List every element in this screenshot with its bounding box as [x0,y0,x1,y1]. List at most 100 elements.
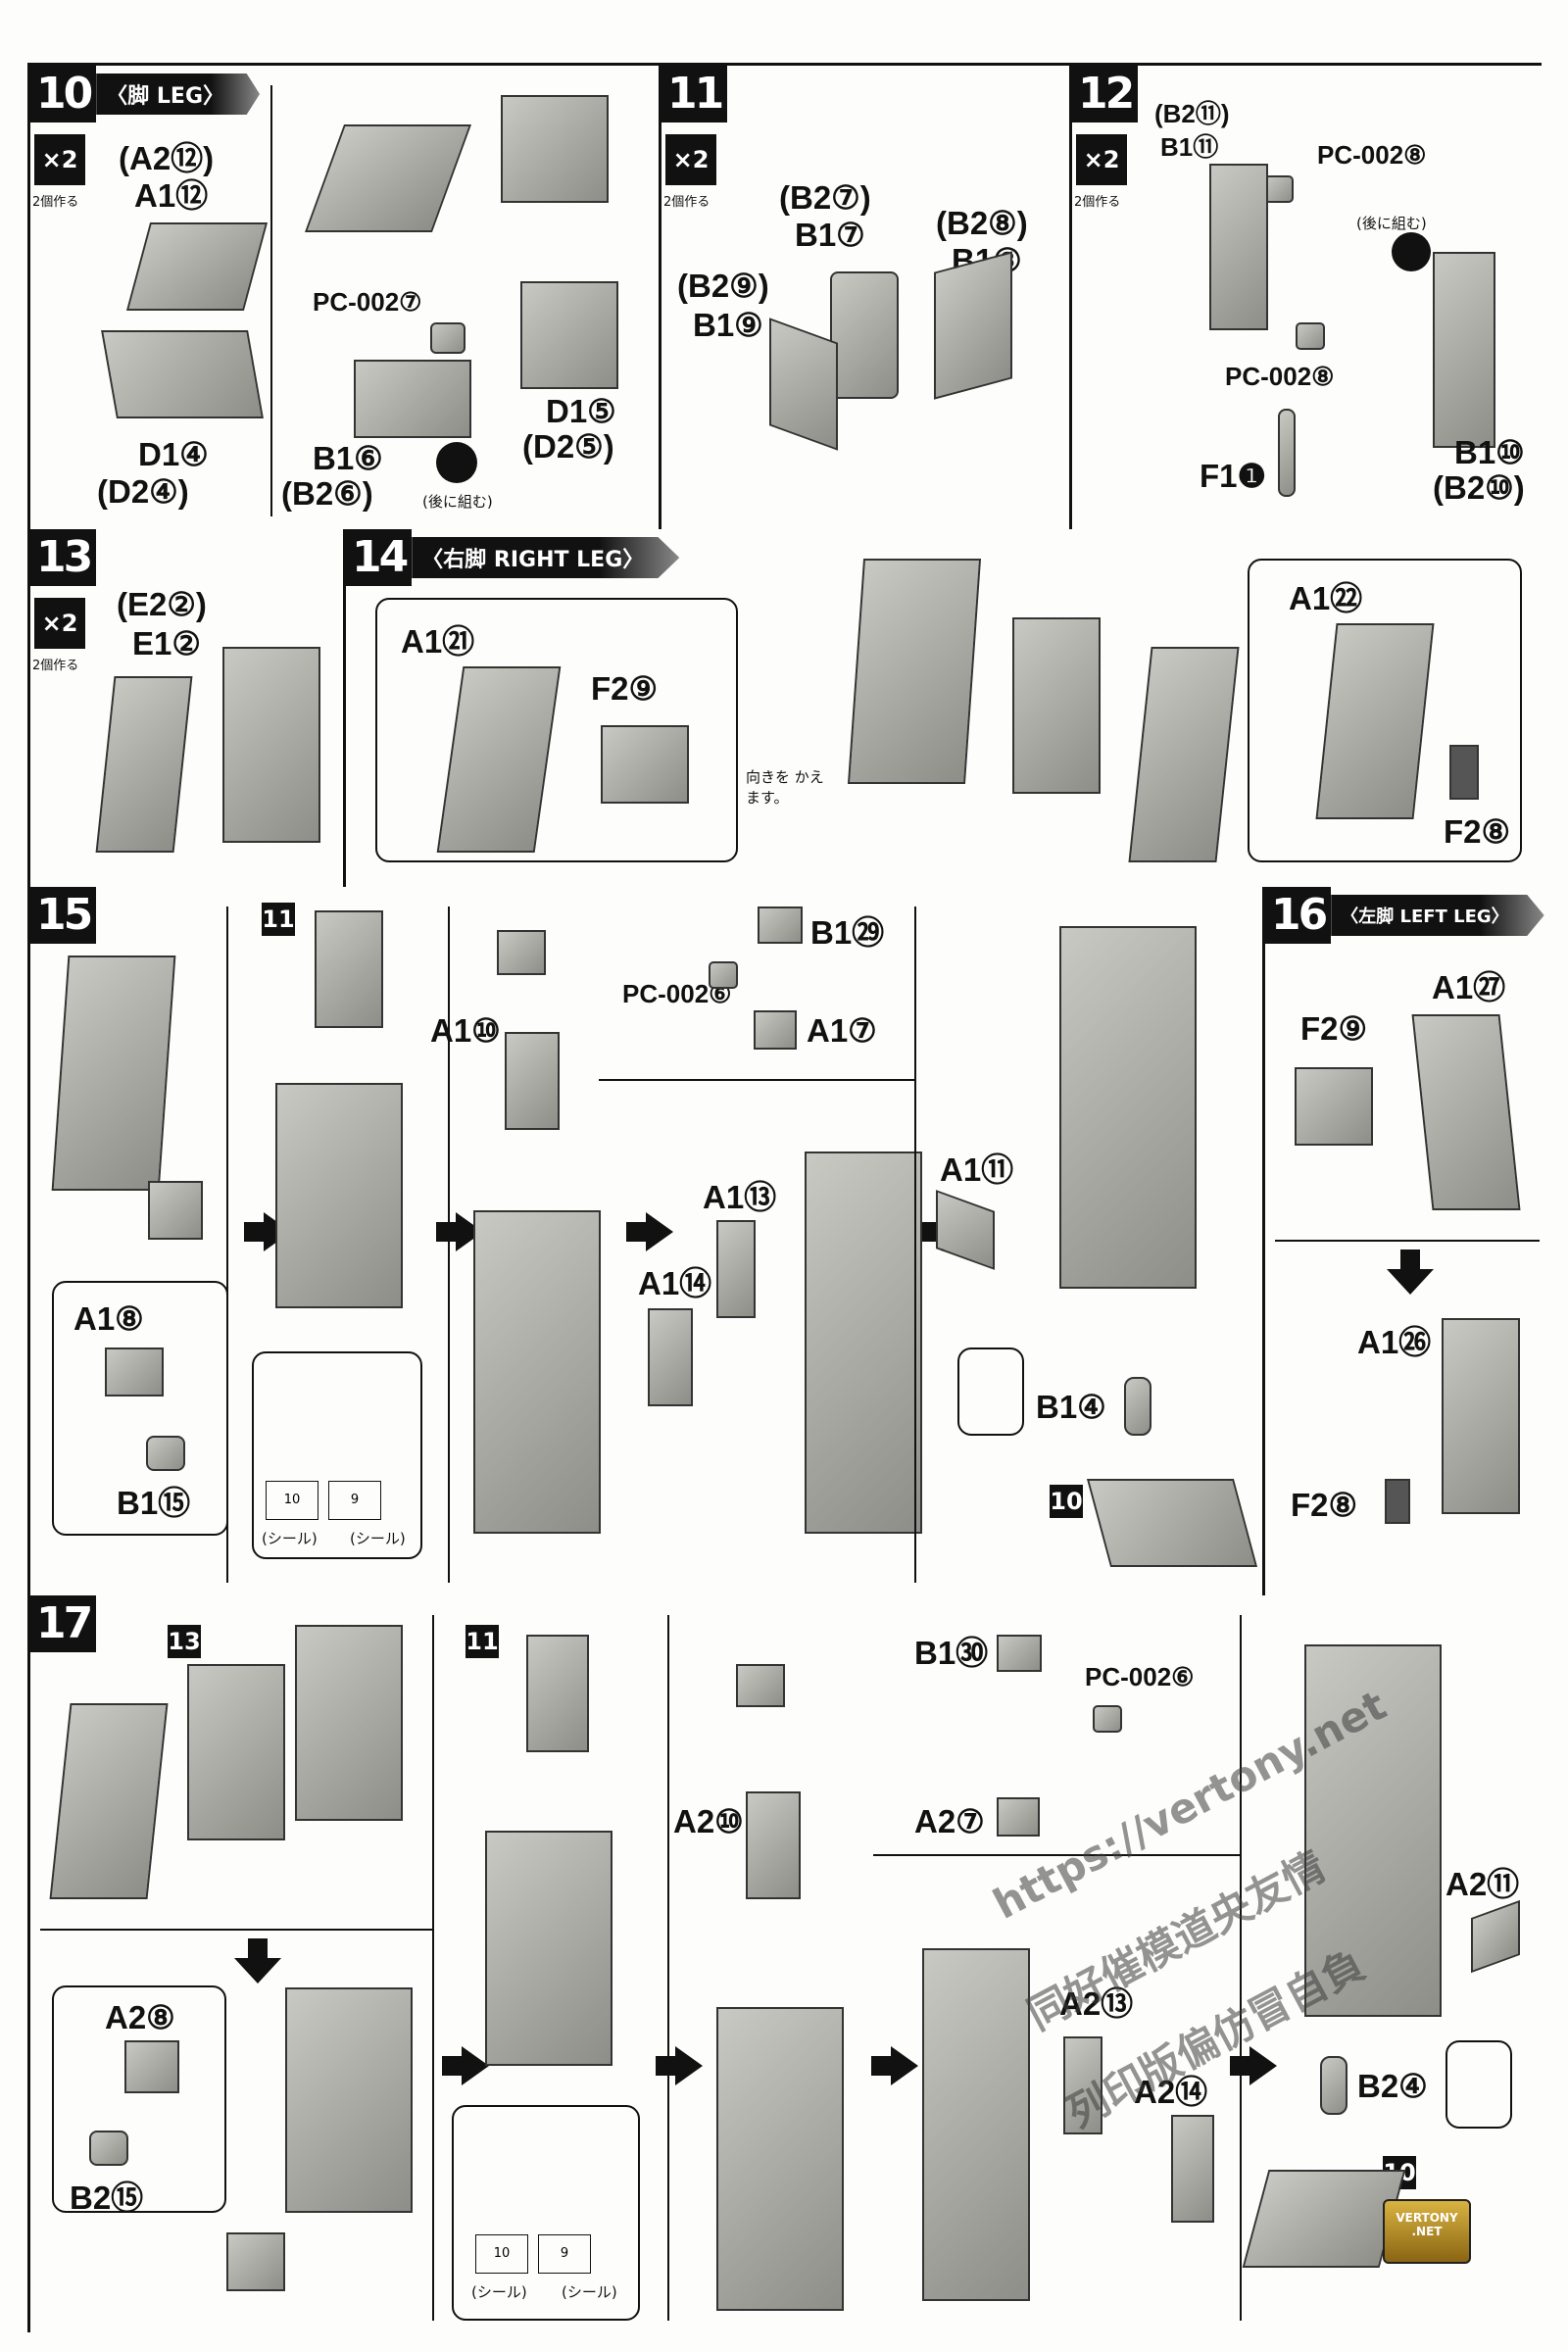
step-number: 17 [30,1595,97,1652]
part-label: B1⑦ [795,217,865,253]
armor-fin-part [1471,1899,1520,1974]
detail-bubble [252,1351,422,1559]
step-title: 〈右脚 RIGHT LEG〉 [412,537,680,578]
leg-assembly [1304,1644,1442,2017]
poly-cap-part [1093,1705,1122,1733]
part-label: A2⑬ [1059,1985,1134,2022]
step-16-header: 16 〈左脚 LEFT LEG〉 [1265,887,1544,944]
thigh-part [505,1032,560,1130]
part-label: (E2②) [117,586,207,622]
part-label: PC-002⑥ [1085,1662,1195,1691]
step-number: 11 [662,66,728,122]
leg-assembly [1059,926,1197,1289]
leg-assembly [716,2007,844,2311]
leg-frame-part [315,910,383,1028]
part-label: B1⑮ [117,1485,191,1521]
step-ref-10: 10 [1050,1485,1083,1518]
quantity-badge: ×2 [665,134,716,185]
divider [448,906,450,1583]
shin-armor-part [1442,1318,1520,1514]
frame-part [1433,252,1495,448]
joint-part [754,1010,797,1050]
part-label: A1㉑ [401,623,475,660]
part-label: B1⑪ [1160,132,1219,162]
poly-cap-part [1296,322,1325,350]
assemble-later-note: (後に組む) [1356,215,1427,232]
step-11-panel: 11 ×2 2個作る (B2⑦) B1⑦ (B2⑧) B1⑧ (B2⑨) B1⑨ [659,66,1072,532]
ankle-joint-part [1124,1377,1152,1436]
divider [667,1615,669,2321]
step-arrow-down [1387,1250,1434,1295]
step-13-header: 13 [30,529,97,586]
step-13-panel: 13 ×2 2個作る (E2②) E1② [30,529,346,890]
knee-part [226,2232,285,2291]
part-label: A1㉗ [1432,969,1506,1005]
part-label: B1⑩ [1454,434,1525,470]
site-logo: VERTONY .NET [1383,2199,1471,2264]
shin-armor-part [1315,623,1435,819]
shin-armor-part [1411,1014,1521,1210]
part-label: A1⑩ [430,1012,501,1049]
sticker-caption: (シール) [350,1530,406,1547]
part-label: B1⑨ [693,307,763,343]
step-title: 〈脚 LEG〉 [96,74,260,115]
instruction-sheet: 10 〈脚 LEG〉 ×2 2個作る (A2⑫) A1⑫ D1④ (D2④) P… [27,63,1544,2332]
part-label: A1㉒ [1289,580,1363,616]
pin-part [1278,409,1296,497]
step-16-panel: 16 〈左脚 LEFT LEG〉 A1㉗ F2⑨ A1㉖ F2⑧ [1262,887,1544,1598]
sticker-caption: (シール) [471,2283,527,2301]
joint-part [146,1436,185,1471]
ankle-part [601,725,689,804]
step-15-panel: 15 A1⑧ B1⑮ 11 10 9 (シール) (シール) A1⑩ B1㉙ P… [30,887,1265,1598]
part-label: B1④ [1036,1389,1106,1425]
sticker-legend: 10 9 [475,2234,591,2274]
sticker-number: 9 [538,2234,591,2274]
step-number: 14 [346,529,413,586]
part-label: PC-002⑧ [1225,362,1335,391]
quantity-note: 2個作る [32,195,79,210]
sticker-number: 10 [475,2234,528,2274]
leg-assembly [295,1625,403,1821]
divider [873,1854,1240,1856]
detail-bubble [957,1348,1024,1436]
divider [599,1079,914,1081]
step-arrow [656,2046,703,2085]
sticker-part [1385,1479,1410,1524]
hip-joint-part [497,930,546,975]
leg-assembly [847,559,982,784]
part-label: F1❶ [1200,458,1267,494]
step-ref-11: 11 [262,903,295,936]
knee-part [105,1348,164,1396]
hip-joint-part [736,1664,785,1707]
part-label: A2⑩ [673,1803,744,1839]
part-label: A1⑧ [74,1300,144,1337]
step-14-panel: 14 〈右脚 RIGHT LEG〉 A1㉑ F2⑨ 向きを かえます。 A1㉒ … [343,529,1544,890]
quantity-badge: ×2 [34,134,85,185]
divider [226,906,228,1583]
leg-frame-part [222,647,320,843]
part-label: A2⑧ [105,1999,175,2035]
sticker-caption: (シール) [262,1530,318,1547]
part-label: A2⑪ [1446,1866,1520,1902]
step-title: 〈左脚 LEFT LEG〉 [1331,895,1544,936]
hip-joint-part [758,906,803,944]
leg-frame-part [187,1664,285,1840]
divider [1275,1240,1540,1242]
step-arrow [626,1212,673,1251]
part-label: A1㉖ [1357,1324,1432,1360]
step-arrow-down [234,1938,281,1984]
part-label: A2⑭ [1134,2074,1208,2110]
step-number: 16 [1265,887,1332,944]
part-label: (B2⑧) [936,205,1028,241]
assemble-later-note: (後に組む) [422,493,493,511]
armor-plate-part [1063,2036,1102,2134]
joint-part [997,1797,1040,1837]
part-label: B2⑮ [70,2180,144,2216]
part-label: PC-002⑧ [1317,140,1427,170]
step-17-header: 17 [30,1595,97,1652]
knee-part [148,1181,203,1240]
ankle-guard-part [304,124,472,232]
sticker-part [1449,745,1479,800]
step-ref-11: 11 [466,1625,499,1658]
side-plate-part [769,318,838,451]
